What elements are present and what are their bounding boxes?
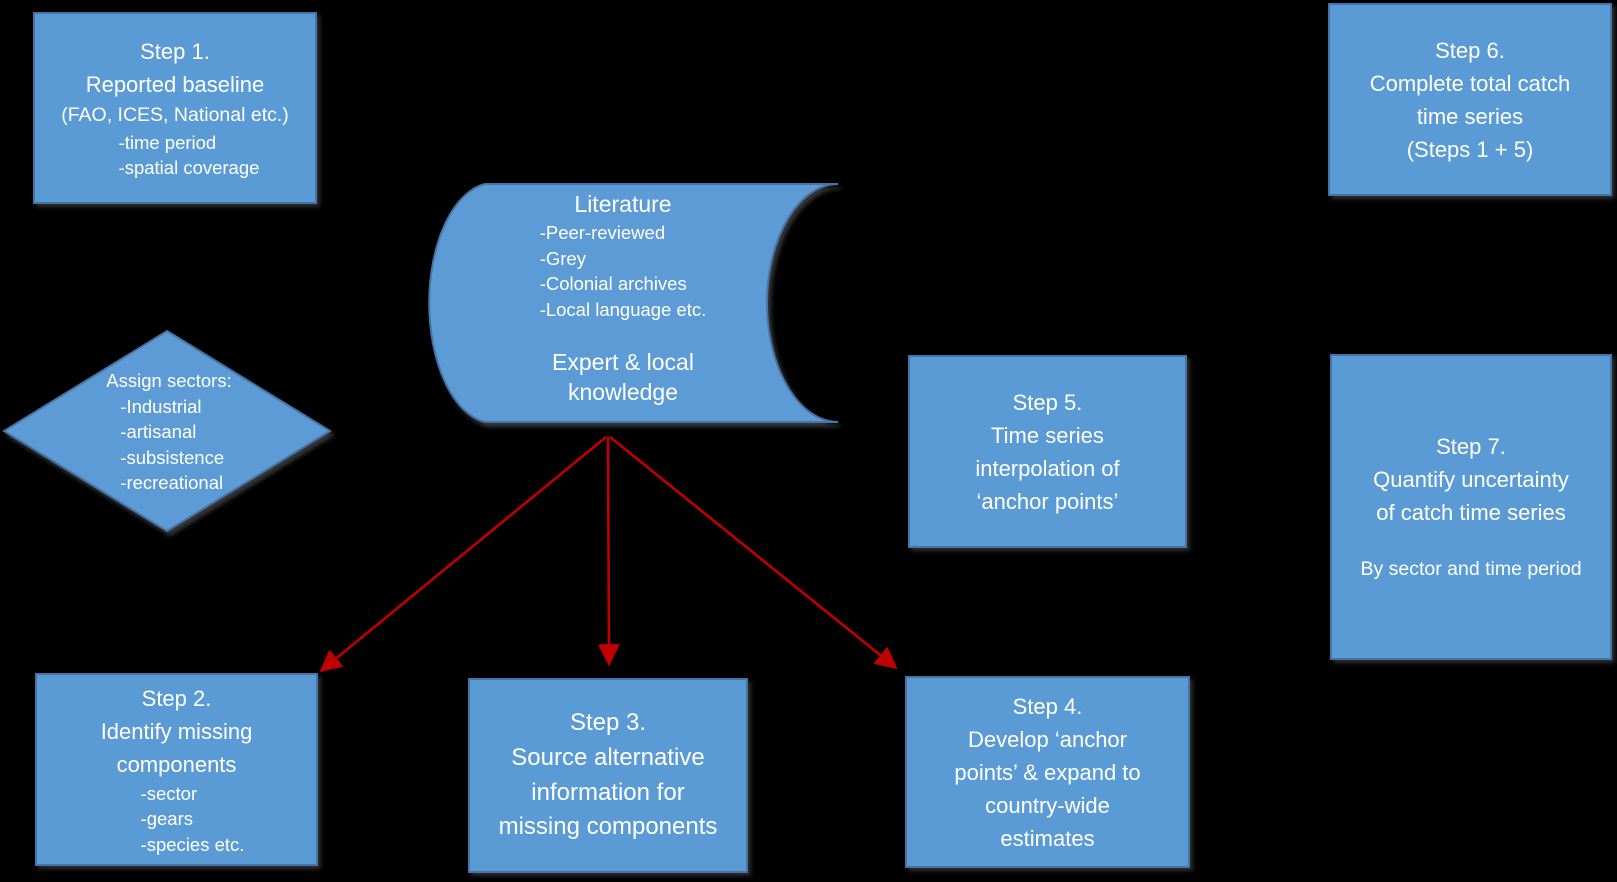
step1-bullets: -time period -spatial coverage <box>119 130 260 181</box>
text-line: -Colonial archives <box>539 273 687 295</box>
text-line: Step 7. <box>1436 434 1506 460</box>
literature-title: Literature <box>574 191 672 217</box>
node-step2: Step 2. Identify missing components -secto… <box>35 673 318 866</box>
text-line: missing components <box>498 813 718 841</box>
node-literature: Literature -Peer-reviewed -Grey -Colonial … <box>458 188 788 420</box>
step4-lines: Step 4. Develop ‘anchor points’ & expand t… <box>954 690 1140 855</box>
step2-lines: Step 2. Identify missing components <box>101 682 253 781</box>
text-line: Time series <box>991 422 1104 448</box>
text-line: of catch time series <box>1376 500 1566 526</box>
assign-sectors-title: Assign sectors: <box>106 370 232 392</box>
node-assign-sectors: Assign sectors: -Industrial -artisanal -su… <box>55 352 283 512</box>
text-line: Step 4. <box>1012 693 1083 719</box>
text-line: Complete total catch <box>1369 70 1571 96</box>
step2-bullets: -sector -gears -species etc. <box>141 781 245 858</box>
text-line: time series <box>1416 103 1524 129</box>
text-line: -spatial coverage <box>118 157 260 179</box>
step1-source-note: (FAO, ICES, National etc.) <box>61 104 289 127</box>
text-line: -recreational <box>120 472 224 494</box>
literature-bullets: -Peer-reviewed -Grey -Colonial archives -Lo… <box>540 220 707 322</box>
text-line: -subsistence <box>120 446 225 468</box>
text-line: (Steps 1 + 5) <box>1406 136 1534 162</box>
arrow-to-step4 <box>609 435 898 670</box>
assign-sectors-diamond <box>2 329 332 533</box>
text-line: Reported baseline <box>85 72 265 98</box>
step6-lines: Step 6. Complete total catch time series (S… <box>1370 34 1571 166</box>
text-line: -species etc. <box>140 833 245 855</box>
text-line: -Peer-reviewed <box>539 222 666 244</box>
text-line: Source alternative <box>511 743 705 771</box>
text-line: Step 5. <box>1012 389 1083 415</box>
node-step7: Step 7. Quantify uncertainty of catch time… <box>1330 354 1612 660</box>
text-line: -Grey <box>539 247 586 269</box>
text-line: Identify missing <box>100 718 253 744</box>
text-line: Step 6. <box>1435 37 1505 63</box>
text-line: interpolation of <box>975 455 1120 481</box>
step7-sub: By sector and time period <box>1360 558 1582 581</box>
assign-sectors-bullets: -Industrial -artisanal -subsistence -recrea… <box>120 394 245 496</box>
literature-footer: Expert & local knowledge <box>552 349 694 406</box>
step7-lines: Step 7. Quantify uncertainty of catch time… <box>1373 430 1569 529</box>
text-line: Step 2. <box>141 685 212 711</box>
text-line: -gears <box>140 808 194 830</box>
text-line: -sector <box>140 782 198 804</box>
text-line: points’ & expand to <box>954 759 1141 785</box>
arrow-to-step3 <box>597 436 620 667</box>
text-line: -time period <box>118 131 217 153</box>
text-line: Develop ‘anchor <box>968 726 1127 752</box>
step3-lines: Step 3. Source alternative information for… <box>499 706 718 845</box>
step5-lines: Step 5. Time series interpolation of ‘ancho… <box>975 386 1119 518</box>
text-line: Quantify uncertainty <box>1373 467 1569 493</box>
text-line: Step 3. <box>569 708 647 736</box>
text-line: country-wide <box>985 792 1110 818</box>
text-line: estimates <box>1000 825 1095 851</box>
text-line: ‘anchor points’ <box>976 488 1119 514</box>
text-line: components <box>116 751 237 777</box>
text-line: -Local language etc. <box>539 298 707 320</box>
node-step4: Step 4. Develop ‘anchor points’ & expand t… <box>905 676 1190 868</box>
step1-lines: Step 1. Reported baseline <box>86 35 265 101</box>
text-line: -artisanal <box>120 421 197 443</box>
node-step6: Step 6. Complete total catch time series (S… <box>1328 3 1612 196</box>
text-line: -Industrial <box>120 395 202 417</box>
arrow-to-step2 <box>319 435 607 673</box>
text-line: information for <box>531 778 685 806</box>
text-line: Step 1. <box>140 39 210 65</box>
node-step5: Step 5. Time series interpolation of ‘ancho… <box>908 355 1187 548</box>
node-step1: Step 1. Reported baseline (FAO, ICES, Nat… <box>33 12 317 204</box>
literature-cylinder <box>428 183 839 423</box>
node-step3: Step 3. Source alternative information for… <box>468 678 748 873</box>
